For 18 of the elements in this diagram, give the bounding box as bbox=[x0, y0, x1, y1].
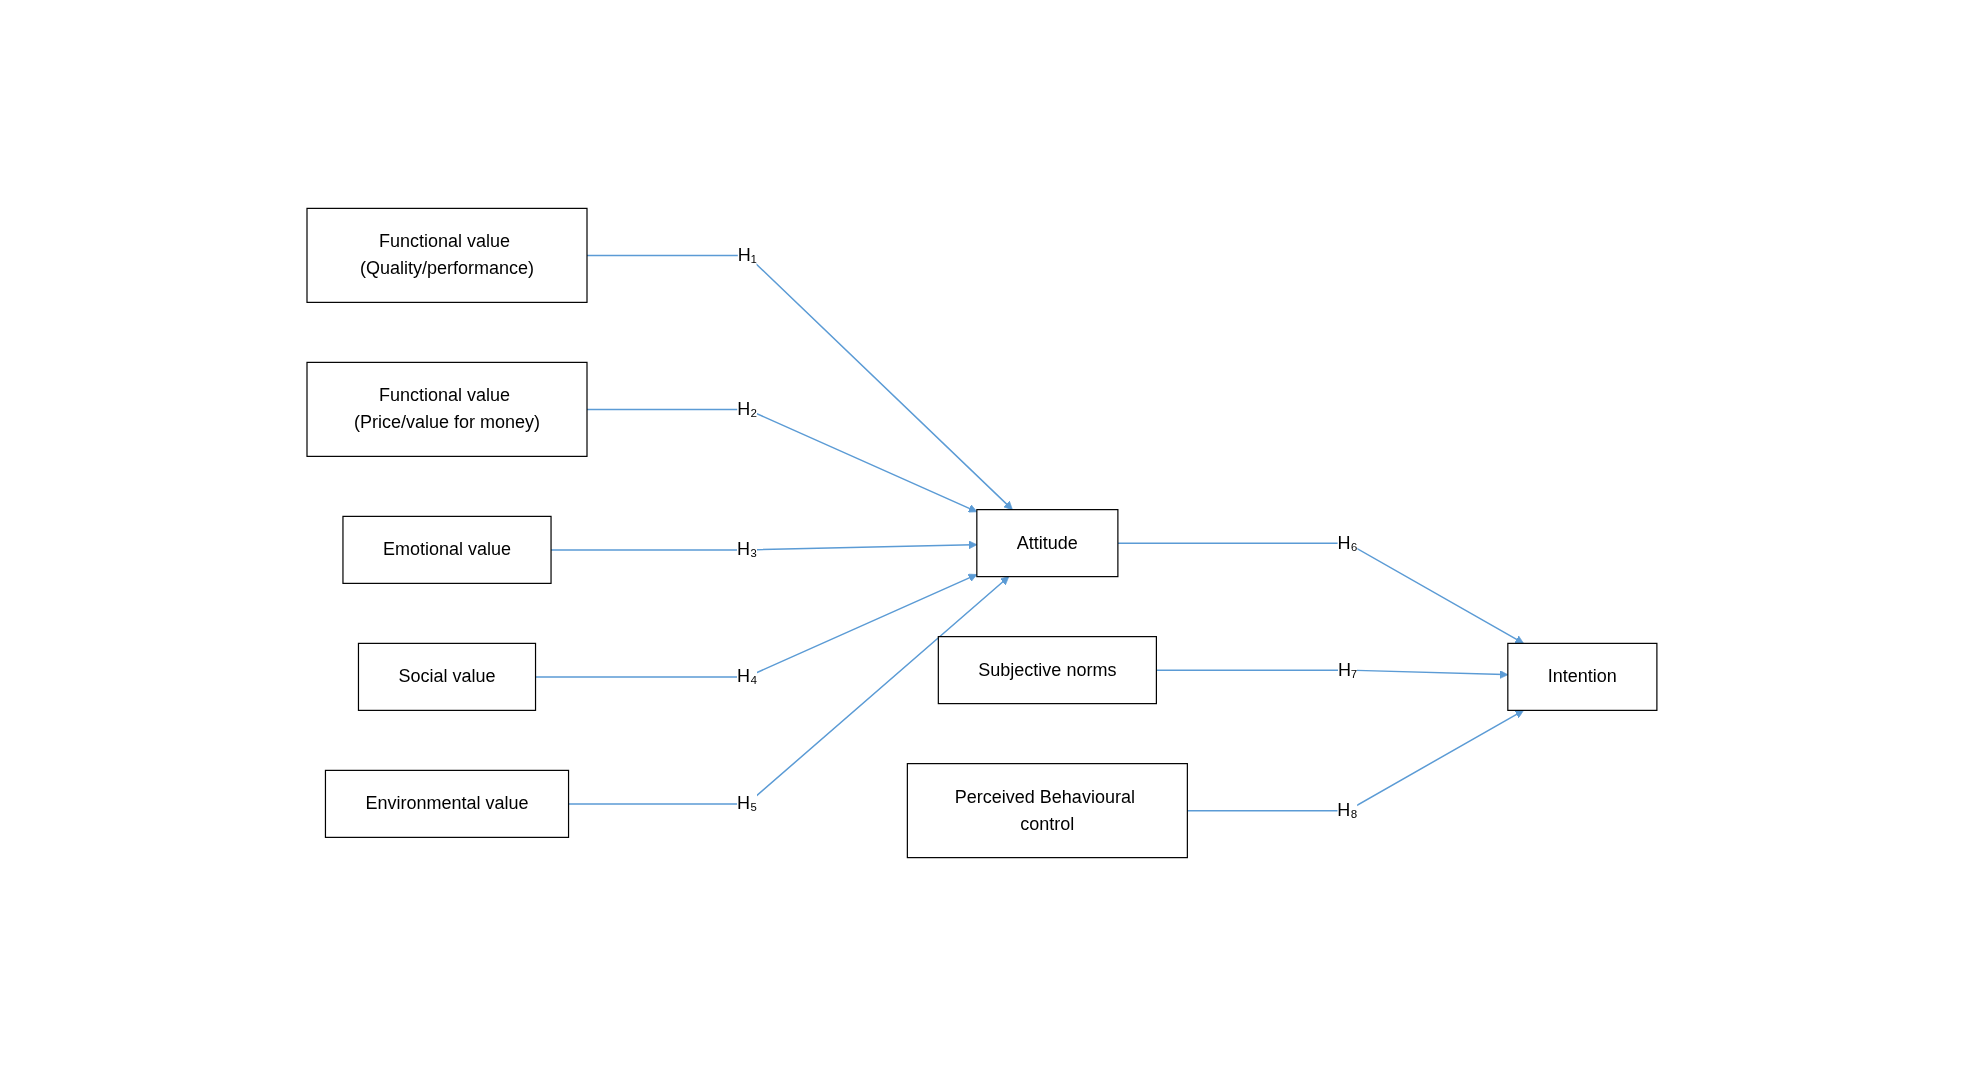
edge-label: H₁ bbox=[737, 244, 757, 265]
node-box: Perceived Behavioural control bbox=[906, 763, 1188, 859]
node-box: Attitude bbox=[976, 509, 1119, 578]
arrow bbox=[1117, 542, 1524, 644]
edge-label: H₇ bbox=[1338, 659, 1358, 680]
edge-label: H₃ bbox=[737, 539, 758, 560]
edge-label: H₈ bbox=[1337, 800, 1358, 821]
node-box: Functional value (Quality/performance) bbox=[306, 207, 588, 303]
edge-label: H₂ bbox=[737, 398, 758, 419]
edge-label: H₄ bbox=[737, 666, 758, 687]
node-box: Social value bbox=[357, 642, 537, 711]
edge-label: H₅ bbox=[737, 793, 758, 814]
edge-label: H₆ bbox=[1337, 532, 1358, 553]
node-box: Emotional value bbox=[342, 515, 552, 584]
node-box: Intention bbox=[1507, 642, 1658, 711]
node-box: Functional value (Price/value for money) bbox=[306, 361, 588, 457]
node-box: Environmental value bbox=[324, 769, 570, 838]
node-box: Subjective norms bbox=[937, 636, 1158, 705]
